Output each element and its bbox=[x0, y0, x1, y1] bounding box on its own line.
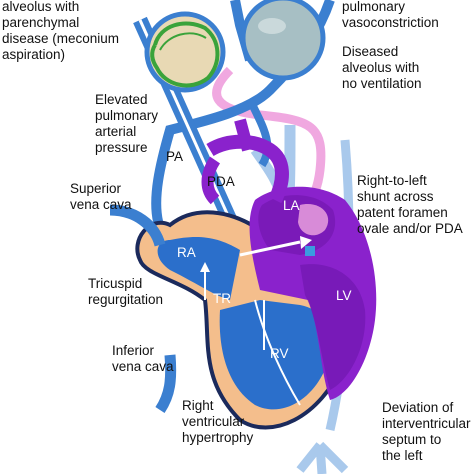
pulmonary-artery-branch bbox=[246, 98, 272, 168]
right-to-left-shunt-label: Right-to-left shunt across patent forame… bbox=[357, 173, 463, 236]
pda-label: PDA bbox=[207, 174, 235, 189]
diseased-alveolus-label: Diseased alveolus with no ventilation bbox=[342, 44, 423, 91]
tricuspid-regurgitation-label: Tricuspid regurgitation bbox=[88, 276, 163, 307]
elevated-pressure-label: Elevated pulmonary arterial pressure bbox=[95, 92, 162, 155]
rv-label: RV bbox=[270, 346, 289, 361]
interventricular-septum bbox=[254, 299, 301, 406]
pda-connection bbox=[201, 156, 221, 205]
superior-vena-cava bbox=[109, 204, 166, 247]
ra-label: RA bbox=[177, 245, 196, 260]
aortic-arch bbox=[206, 134, 289, 204]
left-ventricle bbox=[300, 264, 366, 390]
ductus-arteriosus bbox=[234, 118, 254, 152]
tr-label: TR bbox=[213, 291, 231, 306]
deviation-septum-label: Deviation of interventricular septum to … bbox=[382, 400, 474, 463]
inferior-vena-cava-label: Inferior vena cava bbox=[112, 343, 174, 374]
alveolus-parenchymal-label: alveolus with parenchymal disease (mecon… bbox=[2, 0, 123, 62]
right-ventricular-hypertrophy-label: Right ventricular hypertrophy bbox=[182, 398, 254, 445]
right-atrium bbox=[157, 237, 240, 300]
tr-arrow bbox=[200, 262, 265, 350]
right-ventricle bbox=[219, 300, 332, 410]
pulmonary-vasoconstriction-label: pulmonary vasoconstriction bbox=[342, 0, 439, 30]
superior-vena-cava-label: Superior vena cava bbox=[70, 181, 132, 212]
alveolus-parenchymal-disease bbox=[144, 11, 226, 93]
diseased-alveolus bbox=[240, 0, 326, 81]
pa-label: PA bbox=[166, 149, 183, 164]
aorta-branch-bottom bbox=[296, 441, 349, 474]
inferior-vena-cava bbox=[155, 354, 177, 414]
shunt-arrow bbox=[239, 236, 315, 257]
lv-label: LV bbox=[336, 288, 352, 303]
la-label: LA bbox=[283, 198, 300, 213]
left-atrium-shunt-blob bbox=[298, 204, 329, 236]
